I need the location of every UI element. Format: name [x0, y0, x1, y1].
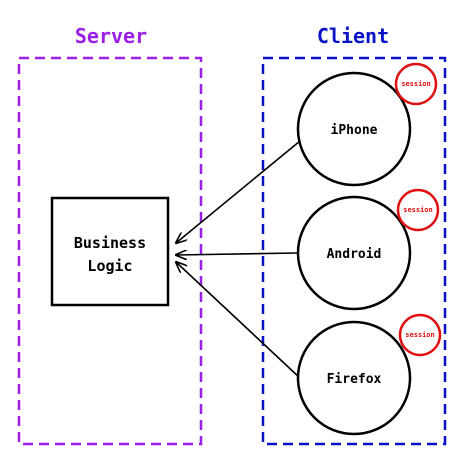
connection-iphone-to-logic [176, 140, 301, 243]
session-badge-iphone [394, 62, 438, 106]
client-node-firefox [296, 320, 412, 436]
connection-firefox-to-logic [176, 262, 301, 379]
server-title: Server [75, 24, 147, 48]
client-node-firefox-label: Firefox [327, 372, 382, 387]
session-badge-android-label: session [403, 206, 433, 214]
client-node-android [296, 195, 412, 311]
client-node-iphone [296, 71, 412, 187]
business-logic-label-line1: Business [74, 234, 146, 252]
connection-android-to-logic [176, 253, 298, 255]
server-boundary [17, 56, 203, 446]
session-badge-firefox-label: session [405, 331, 435, 339]
session-badge-firefox [398, 313, 442, 357]
session-badge-android [396, 188, 440, 232]
client-node-android-label: Android [327, 247, 382, 262]
client-node-iphone-label: iPhone [331, 123, 378, 138]
session-badge-iphone-label: session [401, 80, 431, 88]
client-title: Client [317, 24, 389, 48]
business-logic-box [50, 196, 170, 307]
business-logic-label-line2: Logic [87, 257, 132, 275]
client-boundary [261, 56, 447, 446]
